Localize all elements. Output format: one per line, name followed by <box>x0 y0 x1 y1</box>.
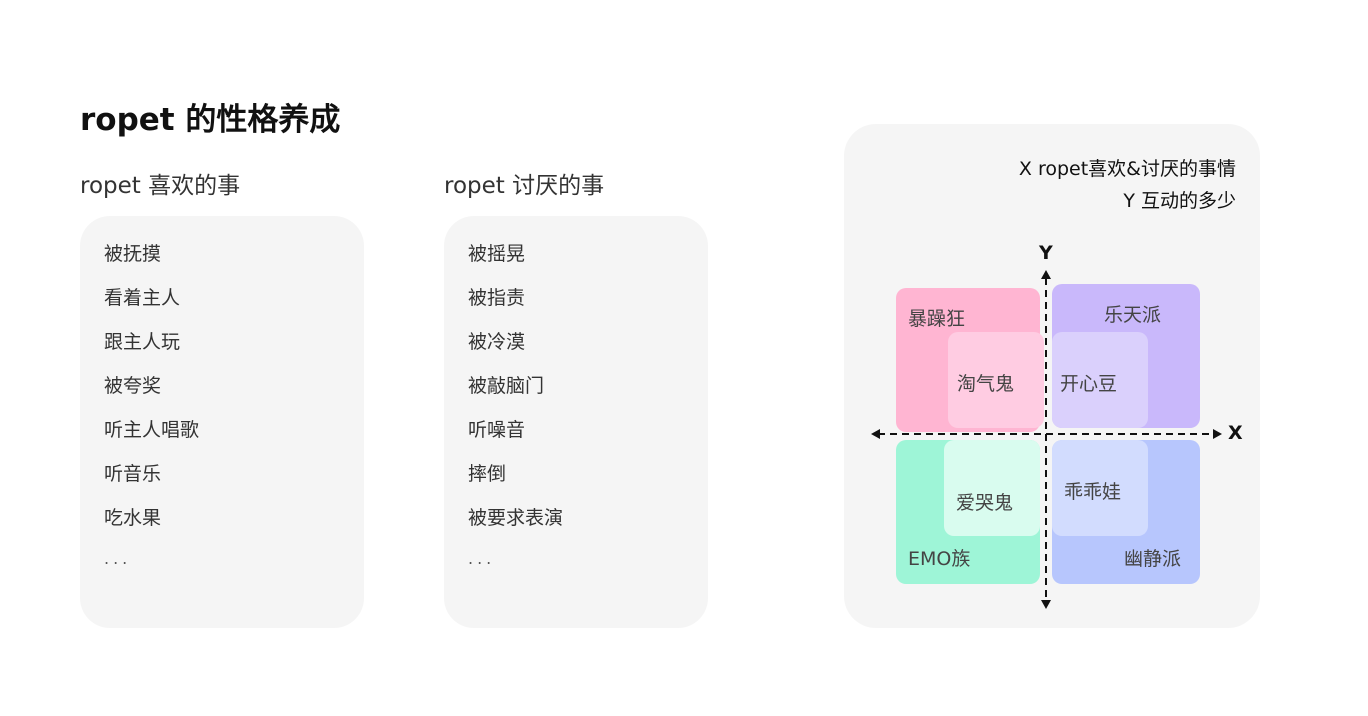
dislikes-item: 被指责 <box>468 287 526 309</box>
inner-bottom-left <box>944 440 1040 536</box>
label-top-left: 暴躁狂 <box>908 308 966 330</box>
y-axis-arrow-down <box>1041 600 1051 609</box>
y-axis-label: Y <box>1039 242 1053 264</box>
dislikes-item: 摔倒 <box>468 463 507 485</box>
likes-item: 吃水果 <box>104 507 162 529</box>
likes-card: 被抚摸 看着主人 跟主人玩 被夸奖 听主人唱歌 听音乐 吃水果 ... <box>80 216 364 628</box>
inner-top-right <box>1052 332 1148 428</box>
inner-top-left <box>948 332 1044 428</box>
label-inner-top-right: 开心豆 <box>1060 373 1118 395</box>
likes-heading: ropet 喜欢的事 <box>80 173 241 199</box>
dislikes-item: 被摇晃 <box>468 243 526 265</box>
dislikes-item: 听噪音 <box>468 419 526 441</box>
likes-item: 跟主人玩 <box>104 331 181 353</box>
page-title: ropet 的性格养成 <box>80 102 341 138</box>
likes-list: 被抚摸 看着主人 跟主人玩 被夸奖 听主人唱歌 听音乐 吃水果 ... <box>104 240 199 592</box>
likes-item: 看着主人 <box>104 287 181 309</box>
dislikes-more-ellipsis: ... <box>468 549 496 568</box>
label-bottom-right: 幽静派 <box>1124 548 1182 570</box>
likes-item: 被抚摸 <box>104 243 162 265</box>
likes-more-ellipsis: ... <box>104 549 132 568</box>
label-top-right: 乐天派 <box>1104 304 1162 326</box>
axes-graphic <box>871 270 1222 609</box>
label-inner-top-left: 淘气鬼 <box>957 373 1015 395</box>
dislikes-list: 被摇晃 被指责 被冷漠 被敲脑门 听噪音 摔倒 被要求表演 ... <box>468 240 563 592</box>
inner-bottom-right <box>1052 440 1148 536</box>
x-axis-arrow-left <box>871 429 880 439</box>
personality-quadrant-card: X ropet喜欢&讨厌的事情 Y 互动的多少 暴躁狂 乐天派 EMO族 幽静派… <box>844 124 1260 628</box>
dislikes-item: 被冷漠 <box>468 331 526 353</box>
dislikes-item: 被要求表演 <box>468 507 564 529</box>
label-bottom-left: EMO族 <box>908 548 971 570</box>
y-axis-arrow-up <box>1041 270 1051 279</box>
dislikes-item: 被敲脑门 <box>468 375 545 397</box>
dislikes-heading: ropet 讨厌的事 <box>444 173 605 199</box>
dislikes-card: 被摇晃 被指责 被冷漠 被敲脑门 听噪音 摔倒 被要求表演 ... <box>444 216 708 628</box>
likes-item: 被夸奖 <box>104 375 162 397</box>
likes-item: 听音乐 <box>104 463 162 485</box>
label-inner-bottom-left: 爱哭鬼 <box>956 492 1014 514</box>
y-axis-caption: Y 互动的多少 <box>1123 190 1236 212</box>
x-axis-arrow-right <box>1213 429 1222 439</box>
label-inner-bottom-right: 乖乖娃 <box>1064 481 1122 503</box>
x-axis-caption: X ropet喜欢&讨厌的事情 <box>1018 158 1236 180</box>
x-axis-label: X <box>1228 422 1243 444</box>
likes-item: 听主人唱歌 <box>104 419 200 441</box>
